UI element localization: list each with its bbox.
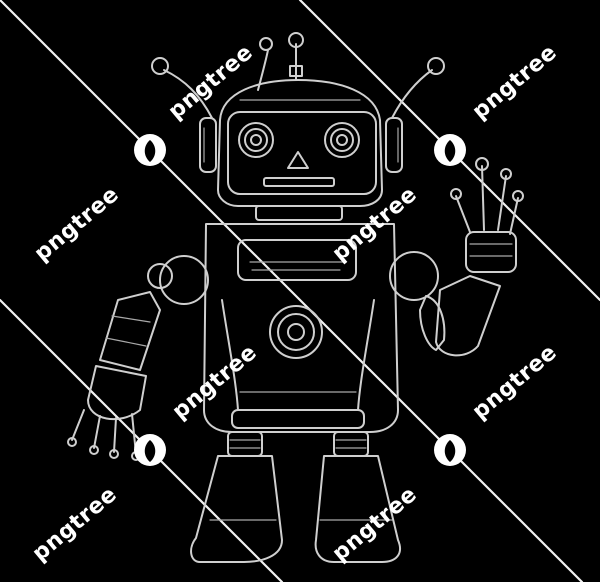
pngtree-leaf-logo-icon xyxy=(134,434,166,466)
watermark-text: pngtree xyxy=(30,182,124,267)
watermark-text: pngtree xyxy=(28,482,122,567)
watermark-text: pngtree xyxy=(468,40,562,125)
robot-legs xyxy=(190,431,401,563)
watermark-text: pngtree xyxy=(468,340,562,425)
antennas xyxy=(151,32,445,119)
pngtree-leaf-logo-icon xyxy=(434,434,466,466)
robot-head xyxy=(199,79,403,221)
robot-left-arm xyxy=(67,255,209,461)
pngtree-leaf-logo-icon xyxy=(134,134,166,166)
robot-right-arm xyxy=(389,157,524,357)
robot-figure xyxy=(67,32,524,563)
robot-torso xyxy=(203,223,399,433)
watermark-logos xyxy=(134,134,466,466)
pngtree-leaf-logo-icon xyxy=(434,134,466,166)
watermark-line xyxy=(0,0,584,582)
watermark-text: pngtree xyxy=(168,340,262,425)
watermark-texts: pngtree pngtree pngtree pngtree pngtree … xyxy=(28,40,562,567)
watermark-text: pngtree xyxy=(328,482,422,567)
